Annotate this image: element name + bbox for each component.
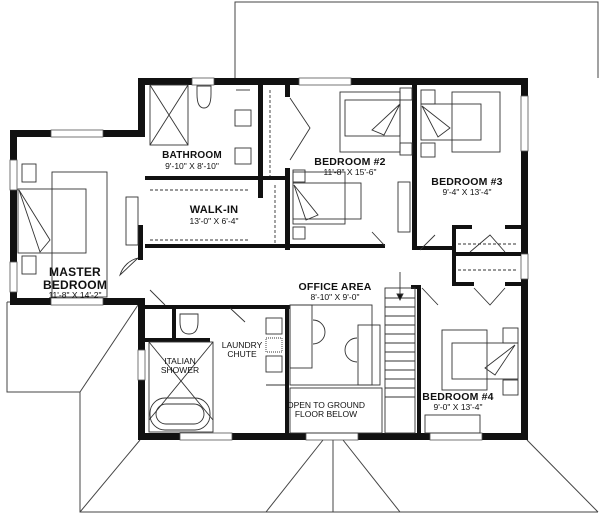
- room-label-bedroom-4: BEDROOM #4 9'-0" X 13'-4": [422, 391, 494, 413]
- note-laundry-chute: LAUNDRY CHUTE: [222, 341, 262, 359]
- room-name: MASTER: [49, 265, 101, 279]
- note-line: OPEN TO GROUND: [286, 400, 366, 410]
- room-name: BEDROOM #4: [422, 391, 494, 403]
- room-name: BATHROOM: [162, 150, 222, 161]
- windows: [9, 77, 529, 441]
- room-name: BEDROOM #3: [431, 176, 503, 188]
- room-dimensions: 11'-8" X 14'-2": [48, 290, 102, 301]
- room-dimensions: 9'-0" X 13'-4": [433, 402, 483, 413]
- room-label-bathroom: BATHROOM 9'-10" X 8'-10": [162, 150, 222, 171]
- room-label-bedroom-3: BEDROOM #3 9'-4" X 13'-4": [431, 176, 503, 198]
- room-dimensions: 13'-0" X 6'-4": [189, 215, 239, 226]
- note-line: ITALIAN: [164, 356, 196, 366]
- room-label-master-bedroom: MASTER BEDROOM 11'-8" X 14'-2": [43, 266, 107, 300]
- note-line: LAUNDRY: [221, 340, 263, 350]
- room-name: WALK-IN: [189, 204, 239, 216]
- room-dimensions: 11'-8" X 15'-6": [323, 167, 377, 178]
- room-label-bedroom-2: BEDROOM #2 11'-8" X 15'-6": [314, 156, 386, 178]
- room-dimensions: 9'-10" X 8'-10": [165, 160, 219, 171]
- note-open-to-ground: OPEN TO GROUND FLOOR BELOW: [287, 401, 365, 419]
- fixtures: [17, 84, 519, 434]
- room-dimensions: 8'-10" X 9'-0": [310, 292, 360, 303]
- note-line: SHOWER: [160, 364, 200, 375]
- room-name: BEDROOM: [42, 277, 108, 292]
- note-line: CHUTE: [227, 348, 257, 359]
- room-dimensions: 9'-4" X 13'-4": [442, 187, 492, 198]
- note-line: FLOOR BELOW: [294, 408, 358, 419]
- room-name: OFFICE AREA: [298, 281, 372, 293]
- room-label-walk-in: WALK-IN 13'-0" X 6'-4": [189, 204, 239, 226]
- room-label-office-area: OFFICE AREA 8'-10" X 9'-0": [298, 281, 372, 303]
- note-italian-shower: ITALIAN SHOWER: [161, 357, 199, 375]
- interior-walls: [138, 78, 521, 433]
- room-name: BEDROOM #2: [314, 156, 386, 168]
